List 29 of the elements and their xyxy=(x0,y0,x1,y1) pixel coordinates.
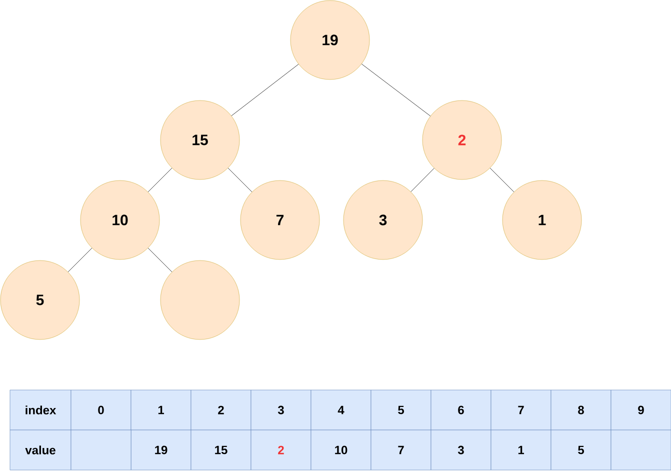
table-cell: 4 xyxy=(310,390,372,430)
table-cell: 3 xyxy=(430,430,492,470)
table-cell: 0 xyxy=(70,390,132,430)
table-cell: 2 xyxy=(190,390,252,430)
tree-edge xyxy=(490,168,514,192)
tree-edge xyxy=(231,64,299,116)
table-cell: 6 xyxy=(430,390,492,430)
tree-node-circle xyxy=(160,260,240,340)
table-cell: 7 xyxy=(490,390,552,430)
table-cell: 3 xyxy=(250,390,312,430)
table-cell: 10 xyxy=(310,430,372,470)
tree-edge xyxy=(148,248,172,272)
tree-edge xyxy=(68,248,92,272)
table-cell: 5 xyxy=(370,390,432,430)
tree-edge xyxy=(148,168,172,192)
table-header-cell: index xyxy=(10,390,72,430)
table-cell: 9 xyxy=(610,390,671,430)
table-cell: 2 xyxy=(250,430,312,470)
table-cell: 1 xyxy=(130,390,192,430)
table-cell: 1 xyxy=(490,430,552,470)
tree-edge xyxy=(410,168,434,192)
table-header-cell: value xyxy=(10,430,72,470)
tree-edge xyxy=(228,168,252,192)
tree-edge xyxy=(361,64,431,116)
table-cell: 15 xyxy=(190,430,252,470)
table-cell: 7 xyxy=(370,430,432,470)
table-cell: 8 xyxy=(550,390,612,430)
table-cell: 5 xyxy=(550,430,612,470)
table-cell: 19 xyxy=(130,430,192,470)
